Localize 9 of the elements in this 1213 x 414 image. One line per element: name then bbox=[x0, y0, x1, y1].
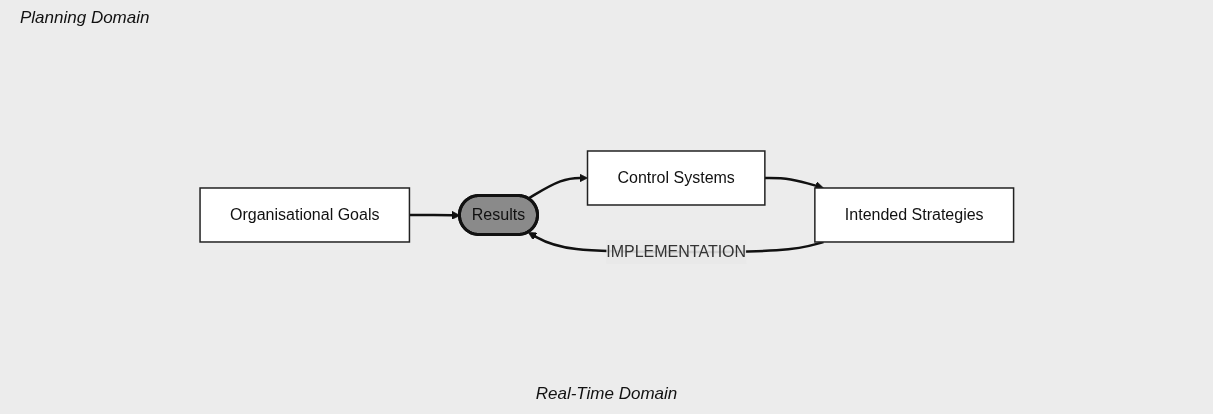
arrow bbox=[527, 173, 588, 200]
edge-label: IMPLEMENTATION bbox=[605, 242, 746, 260]
node-box: Organisational Goals bbox=[198, 186, 410, 243]
node-box: Control Systems bbox=[586, 149, 766, 206]
arrow bbox=[409, 210, 460, 220]
arrow bbox=[764, 176, 824, 190]
node-box: Intended Strategies bbox=[813, 186, 1014, 243]
domain-label: Real-Time Domain bbox=[534, 384, 679, 404]
domain-label: Planning Domain bbox=[20, 8, 151, 28]
